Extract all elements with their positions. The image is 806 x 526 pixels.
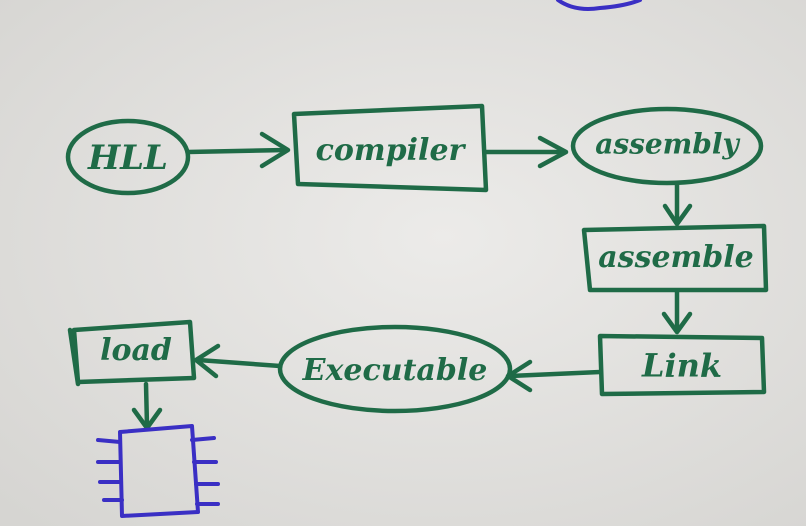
- link-box: [597, 333, 767, 397]
- arrow-compiler-assembly: [483, 135, 569, 169]
- node-hll: HLL: [65, 118, 191, 196]
- node-load: load: [67, 319, 197, 387]
- load-label: load: [100, 333, 172, 368]
- arrow-head: [193, 343, 221, 379]
- arrow-line: [185, 147, 289, 155]
- arrow-head: [662, 203, 693, 227]
- chip-pin: [96, 438, 122, 444]
- arrow-head: [259, 131, 291, 169]
- arrow-executable-load: [193, 343, 283, 379]
- node-compiler: compiler: [291, 103, 489, 193]
- chip-pin: [190, 436, 216, 442]
- node-assembly: assembly: [570, 106, 764, 186]
- node-executable: Executable: [277, 324, 513, 414]
- arrow-line: [143, 381, 150, 429]
- hll-ellipse: [65, 118, 191, 196]
- link-label: Link: [641, 347, 722, 385]
- arrow-line: [195, 357, 283, 369]
- arrow-line: [507, 369, 603, 379]
- arrow-hll-compiler: [185, 131, 291, 169]
- node-link: Link: [597, 333, 767, 397]
- arrow-assemble-link: [661, 289, 693, 335]
- node-assemble: assemble: [581, 223, 769, 293]
- chip-icon: [96, 424, 220, 518]
- assembly-label: assembly: [595, 128, 740, 161]
- chip-body: [118, 424, 200, 518]
- blue-scribble-top: [556, 0, 642, 11]
- arrow-head: [537, 135, 569, 169]
- arrow-assembly-assemble: [662, 181, 693, 227]
- assembly-ellipse: [570, 106, 764, 186]
- compiler-box: [291, 103, 489, 193]
- hll-label: HLL: [87, 138, 168, 178]
- assemble-label: assemble: [598, 240, 754, 275]
- assemble-box: [581, 223, 769, 293]
- arrow-head: [661, 311, 693, 335]
- load-box-double-edge: [67, 327, 81, 387]
- compiler-label: compiler: [316, 133, 467, 168]
- executable-ellipse: [277, 324, 513, 414]
- executable-label: Executable: [302, 353, 488, 388]
